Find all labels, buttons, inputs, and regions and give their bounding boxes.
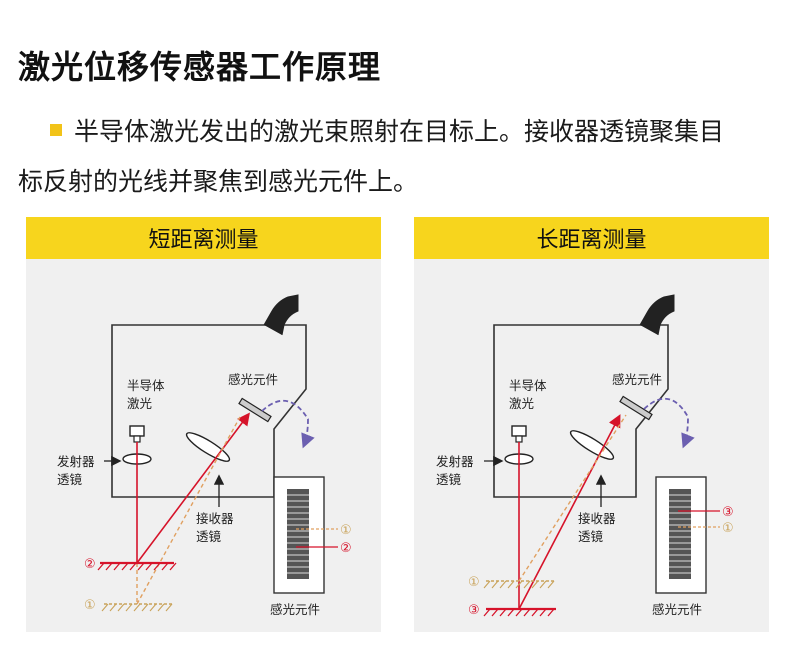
sensor-label-top: 感光元件 [228,372,278,387]
laser-diode [511,425,527,437]
receiver-label-1: 接收器 [196,511,234,526]
long-distance-panel: 长距离测量 半导体 激光 发射器 透镜 接收器 透镜 感光元件 [414,217,769,632]
photo-element [238,397,272,423]
sensor-label-bottom: 感光元件 [652,602,702,617]
marker-near: ② [84,557,96,572]
short-distance-panel: 短距离测量 半导体 激光 发射器 透镜 接收器 透镜 [26,217,381,632]
short-panel-header: 短距离测量 [26,217,381,259]
receiver-label-1: 接收器 [578,511,616,526]
page-title: 激光位移传感器工作原理 [18,48,382,86]
laser-diode [129,425,145,437]
long-panel-header: 长距离测量 [414,217,769,259]
photo-element [619,395,653,421]
short-distance-diagram: 半导体 激光 发射器 透镜 接收器 透镜 感光元件 ② ① [57,294,352,617]
sensor-housing [493,324,669,498]
description-line-1: 半导体激光发出的激光束照射在目标上。接收器透镜聚集目 [74,117,725,146]
marker-mid: ① [468,575,480,590]
sensor-marker-b: ① [722,521,734,536]
laser-label-2: 激光 [127,396,152,411]
emitter-label-1: 发射器 [57,454,95,469]
emitter-label-1: 发射器 [436,454,474,469]
bullet-marker [50,124,62,136]
long-distance-diagram: 半导体 激光 发射器 透镜 接收器 透镜 感光元件 ① ③ [436,294,734,618]
cable [639,294,675,336]
emitter-label-2: 透镜 [436,472,462,487]
receiver-label-2: 透镜 [196,529,222,544]
receiver-label-2: 透镜 [578,529,604,544]
sensor-label-bottom: 感光元件 [270,602,320,617]
laser-label-2: 激光 [509,396,534,411]
sensor-marker-b: ② [340,541,352,556]
marker-far: ① [84,598,96,613]
cable [263,294,299,336]
receiver-lens [569,430,615,460]
sensor-label-top: 感光元件 [612,372,662,387]
marker-far: ③ [468,603,480,618]
laser-label-1: 半导体 [127,378,165,393]
emitter-label-2: 透镜 [57,472,83,487]
sensor-marker-a: ③ [722,505,734,520]
laser-label-1: 半导体 [509,378,547,393]
sensor-housing [111,324,307,498]
sensor-marker-a: ① [340,523,352,538]
description-line-2: 标反射的光线并聚焦到感光元件上。 [18,167,419,196]
